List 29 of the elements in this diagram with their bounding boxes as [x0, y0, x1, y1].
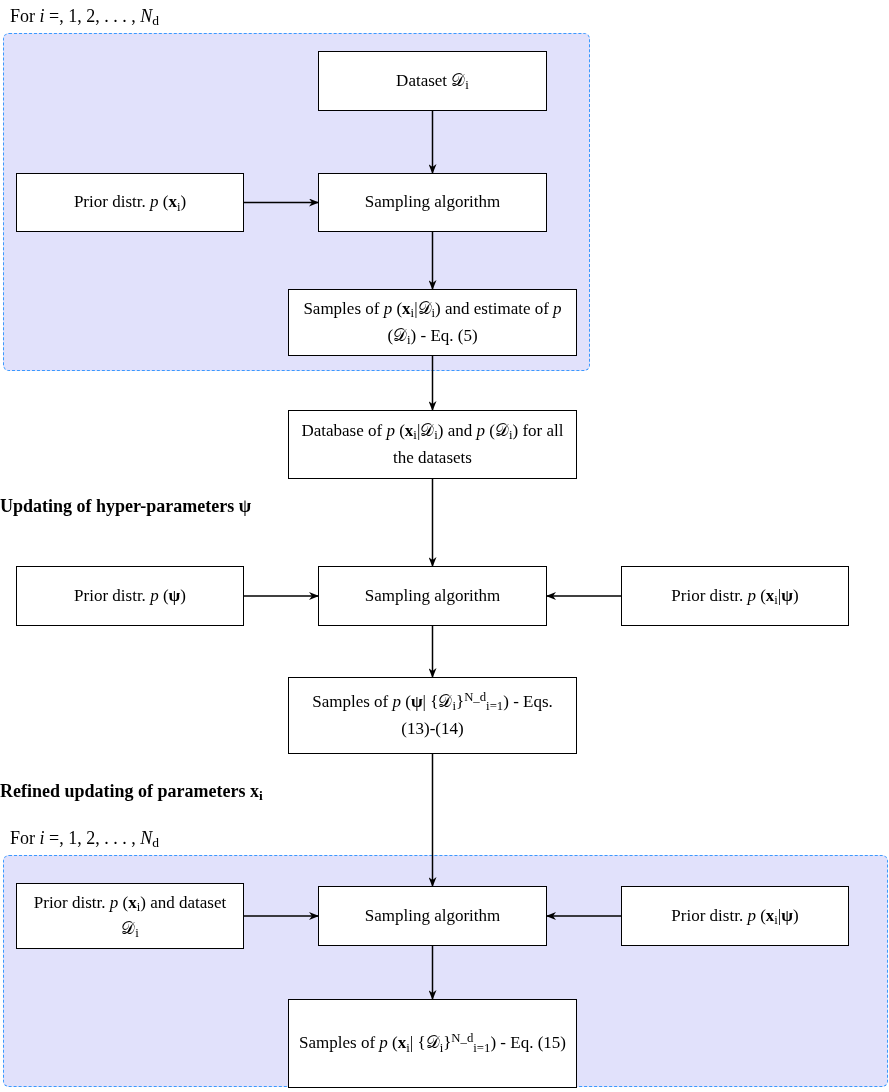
process-box: Dataset 𝒟$_{i}$ — [318, 51, 547, 111]
process-box: Samples of p (ψ| {𝒟$_{i}$}$^{N_d}$$_{i=1}$) - Eqs. (13)-(14) — [288, 677, 577, 754]
arrow — [428, 625, 437, 678]
process-box: Prior distr. p (x$_{i}$|ψ) — [621, 566, 849, 626]
process-box: Prior distr. p (x$_{i}$) — [16, 173, 244, 232]
arrow — [428, 110, 437, 174]
process-box: Samples of p (x$_{i}$|𝒟$_{i}$) and estimate of p (𝒟$_{i}$) - Eq. (5) — [288, 289, 577, 356]
arrow — [546, 912, 622, 920]
process-box: Sampling algorithm — [318, 173, 547, 232]
arrow — [243, 592, 319, 600]
arrow — [428, 753, 437, 887]
section-heading: Updating of hyper-parameters ψ — [0, 495, 252, 518]
section-heading: Refined updating of parameters x$_{i}$ — [0, 780, 263, 805]
group-heading: For i =, 1, 2, . . . , N$_{d}$ — [10, 5, 159, 30]
arrow — [428, 945, 437, 1000]
arrow — [428, 355, 437, 411]
arrow — [243, 198, 319, 207]
group-heading: For i =, 1, 2, . . . , N$_{d}$ — [10, 827, 159, 852]
arrow — [428, 478, 437, 567]
process-box: Sampling algorithm — [318, 886, 547, 946]
arrow — [243, 912, 319, 920]
arrow — [546, 592, 622, 600]
process-box: Prior distr. p (ψ) — [16, 566, 244, 626]
process-box: Prior distr. p (x$_{i}$|ψ) — [621, 886, 849, 946]
process-box: Prior distr. p (x$_{i}$) and dataset 𝒟$_{i}$ — [16, 883, 244, 949]
process-box: Samples of p (x$_{i}$| {𝒟$_{i}$}$^{N_d}$$_{i=1}$) - Eq. (15) — [288, 999, 577, 1088]
process-box: Database of p (x$_{i}$|𝒟$_{i}$) and p (𝒟$_{i}$) for all the datasets — [288, 410, 577, 479]
process-box: Sampling algorithm — [318, 566, 547, 626]
arrow — [428, 231, 437, 290]
